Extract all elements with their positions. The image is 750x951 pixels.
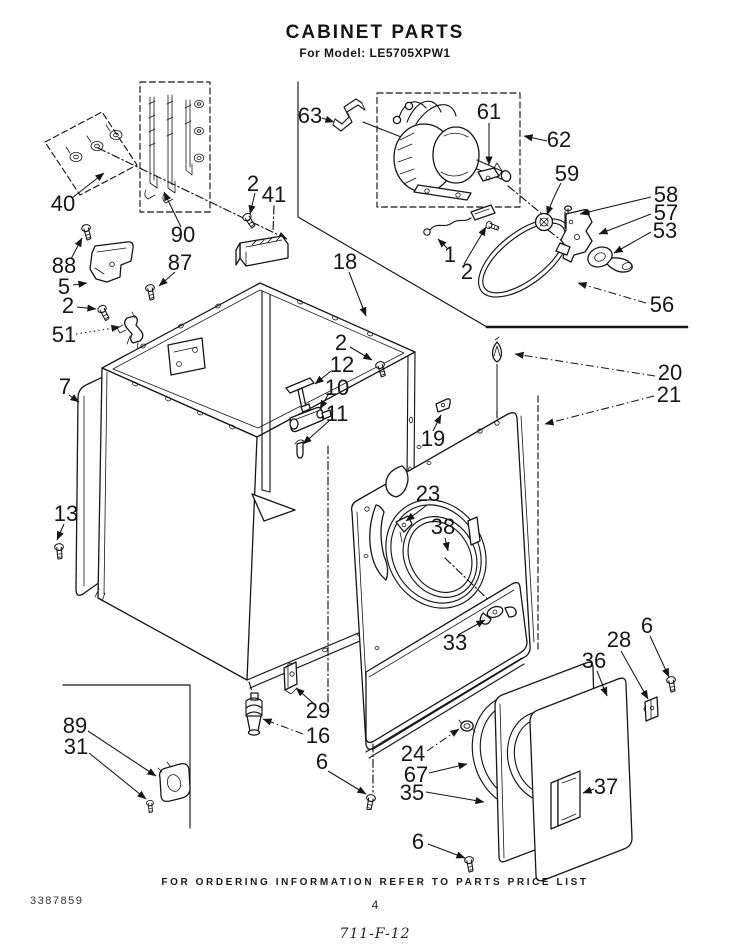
- callout-7-9: 7: [58, 373, 72, 399]
- plate-code: 711-F-12: [339, 926, 411, 942]
- callout-2-21: 2: [460, 258, 474, 284]
- front-panel-assembly: [350, 412, 535, 813]
- callout-19-26: 19: [420, 425, 446, 451]
- switch-51: [93, 301, 144, 351]
- callout-87-6: 87: [167, 249, 193, 275]
- inset-grommet: [62, 684, 191, 829]
- callout-28-42: 28: [606, 626, 632, 652]
- callout-29-34: 29: [305, 697, 331, 723]
- callout-58-15: 58: [653, 181, 679, 207]
- mounting-bracket-41: [235, 205, 289, 267]
- section-divider: [297, 81, 689, 329]
- callout-24-37: 24: [400, 740, 426, 766]
- drive-belt: [477, 185, 577, 298]
- callout-89-32: 89: [62, 712, 88, 738]
- callout-5-5: 5: [57, 273, 71, 299]
- callout-12-23: 12: [329, 351, 355, 377]
- door-handle-37: [550, 770, 581, 830]
- callout-2-7: 2: [61, 292, 75, 318]
- callout-56-18: 56: [649, 291, 675, 317]
- callout-35-39: 35: [399, 779, 425, 805]
- door-hardware: [458, 671, 683, 875]
- callout-18-19: 18: [332, 248, 358, 274]
- callout-62-13: 62: [546, 126, 572, 152]
- callout-20-27: 20: [657, 359, 683, 385]
- callout-36-41: 36: [581, 647, 607, 673]
- callout-13-10: 13: [53, 500, 79, 526]
- callout-leaders: [56, 115, 670, 859]
- callout-6-36: 6: [315, 748, 329, 774]
- cabinet-wrapper: [47, 282, 416, 689]
- callout-40-0: 40: [50, 190, 76, 216]
- document-number: 3387859: [30, 895, 84, 907]
- clip-33: [479, 605, 517, 625]
- callout-41-3: 41: [261, 181, 287, 207]
- callout-67-38: 67: [403, 761, 429, 787]
- model-subtitle: For Model: LE5705XPW1: [299, 46, 451, 60]
- callout-63-11: 63: [297, 102, 323, 128]
- ordering-note: FOR ORDERING INFORMATION REFER TO PARTS …: [161, 877, 589, 888]
- callout-53-17: 53: [652, 217, 678, 243]
- hinge-parts: [285, 377, 451, 459]
- callout-23-29: 23: [415, 480, 441, 506]
- callout-33-31: 33: [442, 629, 468, 655]
- console-clip-panels: [44, 81, 288, 240]
- callout-2-22: 2: [334, 329, 348, 355]
- callout-38-30: 38: [430, 513, 456, 539]
- door-assembly: [458, 661, 683, 882]
- callout-16-35: 16: [305, 722, 331, 748]
- callout-61-12: 61: [476, 98, 502, 124]
- callout-90-1: 90: [170, 221, 196, 247]
- callout-37-44: 37: [593, 773, 619, 799]
- callout-10-24: 10: [324, 374, 350, 400]
- callout-57-16: 57: [653, 199, 679, 225]
- callout-6-40: 6: [411, 828, 425, 854]
- callout-51-8: 51: [51, 321, 77, 347]
- callout-11-25: 11: [325, 400, 349, 426]
- leveling-foot: [245, 661, 298, 736]
- alignment-pins: [327, 336, 539, 703]
- page-number: 4: [371, 898, 379, 912]
- callout-21-28: 21: [656, 381, 682, 407]
- callout-2-2: 2: [246, 170, 260, 196]
- page-title: CABINET PARTS: [285, 22, 465, 43]
- callout-31-33: 31: [63, 733, 89, 759]
- shield-bracket-5: [75, 220, 162, 303]
- idler-assembly: [555, 205, 633, 273]
- callout-59-14: 59: [554, 160, 580, 186]
- callout-6-43: 6: [640, 612, 654, 638]
- bracket-63: [332, 98, 366, 132]
- callout-1-20: 1: [443, 241, 457, 267]
- motor-assembly: [362, 92, 521, 208]
- motor-wire-terminal: [423, 204, 501, 236]
- callout-88-4: 88: [51, 252, 77, 278]
